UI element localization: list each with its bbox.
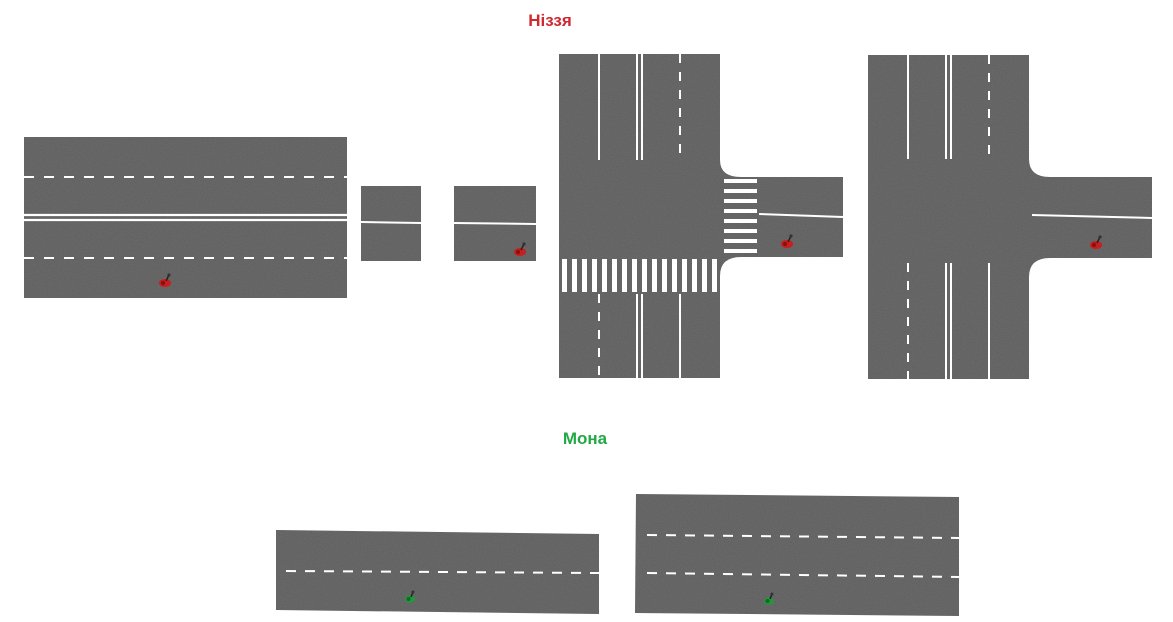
t-junction-forbidden bbox=[868, 55, 1152, 379]
crosswalk-road-forbidden bbox=[361, 186, 536, 261]
single-dashed-road-allowed bbox=[276, 530, 600, 614]
forbidden-heading: Ніззя bbox=[528, 11, 572, 30]
multi-lane-road-allowed bbox=[635, 494, 960, 616]
t-junction-crosswalks-forbidden bbox=[559, 54, 843, 378]
allowed-heading: Мона bbox=[562, 429, 608, 448]
two-way-road-forbidden bbox=[24, 137, 347, 298]
